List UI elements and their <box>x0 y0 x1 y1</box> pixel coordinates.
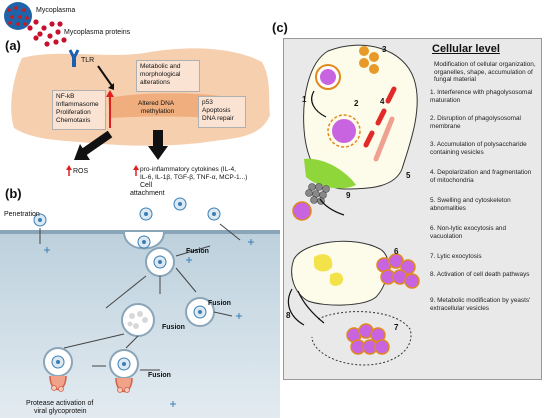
step-number-3: 3 <box>382 45 387 54</box>
mycoplasma-proteins-label: Mycoplasma proteins <box>64 29 131 36</box>
panel-c-item: 9. Metabolic modification by yeasts' ext… <box>430 297 531 312</box>
macrophage-lower <box>291 240 389 306</box>
protease-label: Protease activation of <box>26 400 94 407</box>
lysed-cell <box>311 311 412 366</box>
panel-c-intro: Modification of cellular organization, o… <box>434 61 536 84</box>
dna-label: methylation <box>141 108 175 115</box>
metabolic-box: Metabolic and morphological alterations <box>136 60 200 92</box>
tlr-arrow <box>97 65 113 87</box>
nfkb-line: Chemotaxis <box>56 117 91 124</box>
dna-band <box>108 93 221 118</box>
metabolic-line: alterations <box>140 79 170 86</box>
cell-attachment-label: attachment <box>130 190 165 197</box>
panel-b-label: (b) <box>5 186 22 201</box>
penetration-label: Penetration <box>4 211 40 218</box>
step-number-2: 2 <box>354 99 359 108</box>
p53-box: p53 Apoptosis DNA repair <box>198 96 246 128</box>
metabolic-line: Metabolic and <box>140 63 181 70</box>
panel-c-item: 8. Activation of cell death pathways <box>430 271 530 278</box>
panel-c-item: 6. Non-lytic exocytosis and vacuolation <box>430 225 507 240</box>
tlr-receptor <box>68 49 80 67</box>
panel-b: (b) Cell attachment Penetration Fusion F… <box>0 182 280 418</box>
panel-c-title: Cellular level <box>432 43 500 55</box>
panel-c-label: (c) <box>272 20 288 35</box>
step-number-4: 4 <box>380 97 385 106</box>
panel-c-graphics <box>287 44 420 366</box>
panel-c: 3 1 2 4 5 9 6 8 7 Cellular level Modific… <box>283 38 542 380</box>
panel-a-label: (a) <box>5 38 21 53</box>
panel-c-item: 5. Swelling and cytoskeleton abnomalitie… <box>430 197 511 212</box>
step-number-1: 1 <box>302 95 307 104</box>
nfkb-box: NF-kB Inflammasome Proliferation Chemota… <box>52 90 106 130</box>
ros-label: ROS <box>73 168 89 175</box>
fusion-label: Fusion <box>208 300 231 307</box>
endosome-large <box>121 303 155 337</box>
panel-c-item: 3. Accumulation of polysaccharide contai… <box>430 141 527 156</box>
step-number-9: 9 <box>346 191 351 200</box>
step-number-8: 8 <box>286 311 291 320</box>
fusion-label: Fusion <box>148 372 171 379</box>
panel-c-item: 4. Depolarization and fragmentation of m… <box>430 169 532 184</box>
released-capsids <box>44 239 254 407</box>
virus-particles <box>33 197 221 371</box>
mycoplasma-label: Mycoplasma <box>36 7 76 14</box>
p53-line: DNA repair <box>202 115 234 122</box>
step-number-7: 7 <box>394 323 399 332</box>
tlr-label: TLR <box>81 57 95 64</box>
dna-label: Altered DNA <box>138 100 175 107</box>
step-number-5: 5 <box>406 171 411 180</box>
nfkb-line: Inflammasome <box>56 101 99 108</box>
panel-a: (a) Mycoplasma Mycoplasma proteins TLR M… <box>0 0 280 181</box>
cytokines-label: pro-inflammatory cytokines (IL-4, <box>140 166 237 173</box>
fusion-label: Fusion <box>186 248 209 255</box>
nfkb-line: NF-kB <box>56 93 75 100</box>
panel-c-item: 1. Interference with phagolysosomal matu… <box>430 89 533 104</box>
p53-line: p53 <box>202 99 213 106</box>
fusion-label: Fusion <box>162 324 185 331</box>
ros-arrow <box>81 130 113 156</box>
metabolic-line: morphological <box>140 71 181 78</box>
nfkb-line: Proliferation <box>56 109 91 116</box>
step-number-6: 6 <box>394 247 399 256</box>
mycoplasma-proteins <box>27 19 67 47</box>
panel-c-item: 7. Lytic exocytosis <box>430 253 482 260</box>
cytokines-label: IL-6, IL-1β, TGF-β, TNF-α, MCP-1...) <box>140 174 248 181</box>
panel-b-graphics <box>0 197 280 418</box>
protease-label: viral glycoprotein <box>34 408 87 415</box>
cell-attachment-label: Cell <box>140 182 153 189</box>
panel-c-item: 2. Disruption of phagolysosomal membrane <box>430 115 521 130</box>
p53-line: Apoptosis <box>202 107 231 114</box>
